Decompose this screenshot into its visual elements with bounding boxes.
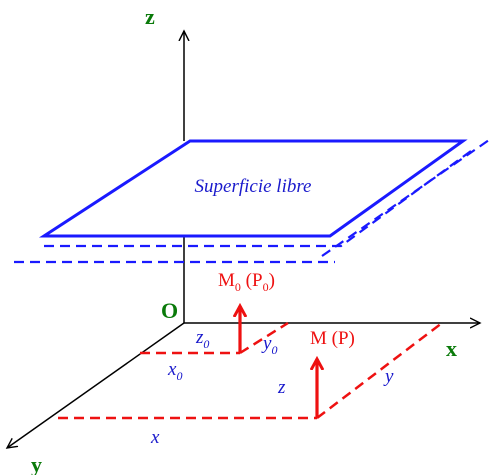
free-surface-dashes (14, 139, 490, 264)
y-axis (7, 322, 185, 448)
x0-label: x0 (167, 359, 182, 383)
free-surface-plane (38, 139, 468, 238)
y-label: y (383, 366, 394, 387)
y0-label: y0 (261, 333, 277, 357)
y-axis-label: y (31, 452, 42, 475)
coordinate-lines (58, 321, 443, 420)
x-axis-label: x (446, 336, 457, 361)
origin-label: O (161, 298, 178, 323)
x-label: x (150, 427, 160, 448)
m0-label: M0 (P0) (218, 270, 275, 294)
m-label: M (P) (310, 328, 355, 349)
surface-label: Superficie libre (195, 176, 312, 197)
z-label: z (277, 377, 286, 398)
z-axis-label: z (145, 4, 155, 29)
z0-label: z0 (195, 327, 209, 351)
